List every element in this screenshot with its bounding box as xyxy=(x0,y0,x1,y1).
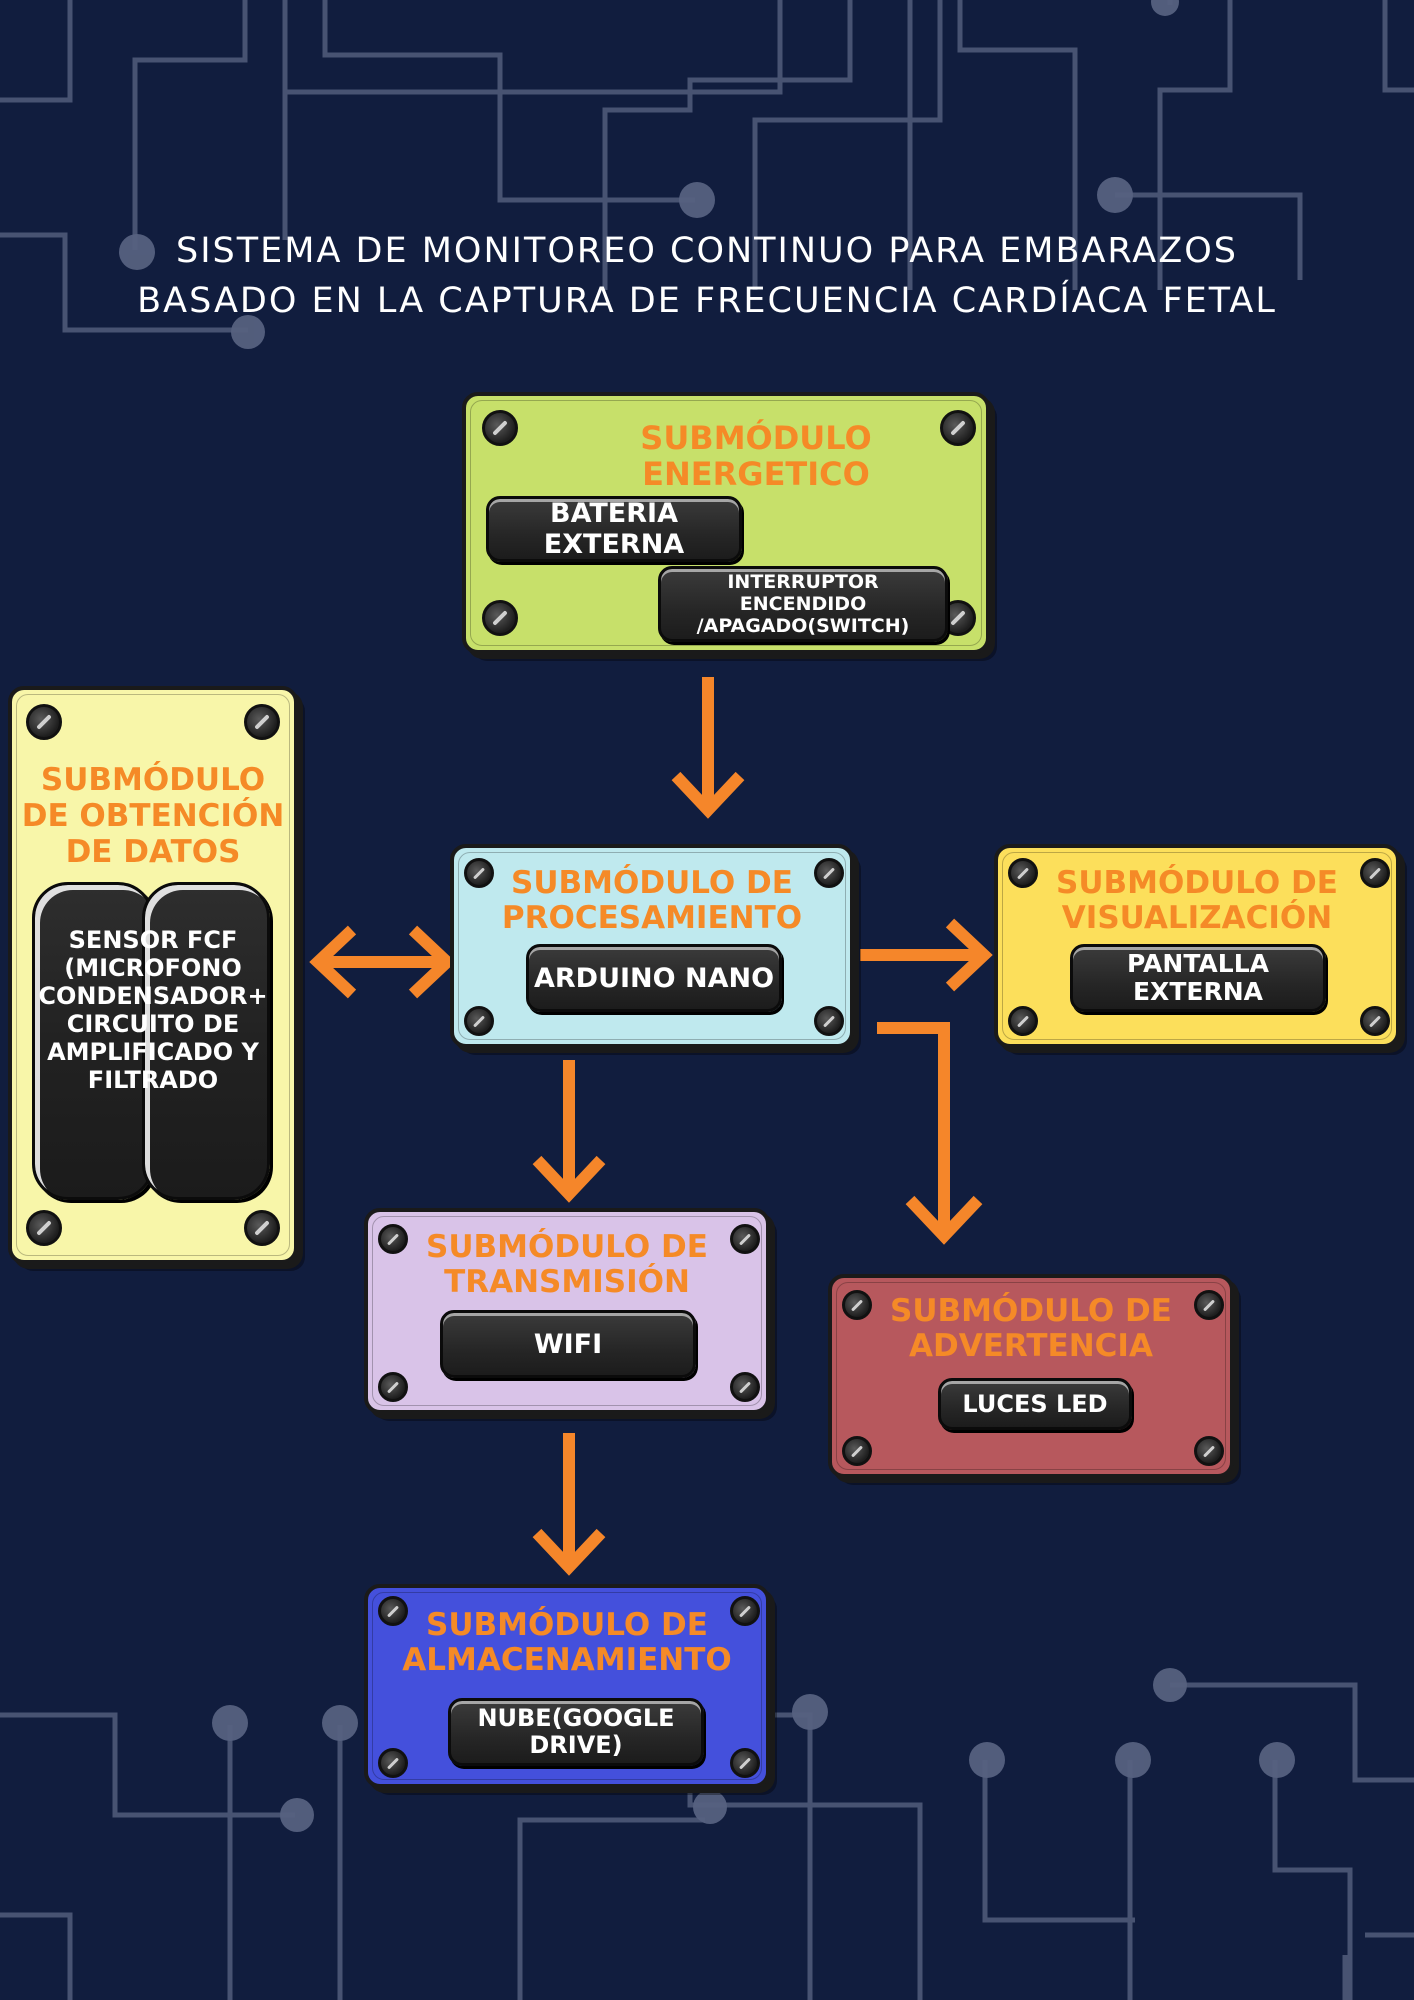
screw-icon xyxy=(730,1596,760,1626)
screw-icon xyxy=(940,410,976,446)
module-almacenamiento: SUBMÓDULO DE ALMACENAMIENTO NUBE(GOOGLE … xyxy=(364,1584,770,1788)
module-energetico: SUBMÓDULO ENERGETICO BATERIA EXTERNA INT… xyxy=(462,392,990,654)
component-bateria-externa: BATERIA EXTERNA xyxy=(486,496,742,562)
screw-icon xyxy=(842,1290,872,1320)
screw-icon xyxy=(378,1596,408,1626)
screw-icon xyxy=(26,704,62,740)
module-transmision-title: SUBMÓDULO DE TRANSMISIÓN xyxy=(426,1229,708,1300)
screw-icon xyxy=(378,1748,408,1778)
arrow-obtencion-procesamiento-bidirectional xyxy=(309,925,456,999)
screw-icon xyxy=(1194,1290,1224,1320)
arrow-transmision-to-almacenamiento xyxy=(532,1433,606,1576)
arrow-procesamiento-to-transmision xyxy=(532,1060,606,1203)
module-visualizacion-title: SUBMÓDULO DE VISUALIZACIÓN xyxy=(1056,865,1338,936)
sensor-housing-left xyxy=(32,882,154,1200)
screw-icon xyxy=(1360,1006,1390,1036)
screw-icon xyxy=(26,1210,62,1246)
screw-icon xyxy=(482,600,518,636)
module-procesamiento-title: SUBMÓDULO DE PROCESAMIENTO xyxy=(501,865,803,936)
module-energetico-title: SUBMÓDULO ENERGETICO xyxy=(640,419,872,493)
screw-icon xyxy=(378,1372,408,1402)
arrow-energetico-to-procesamiento xyxy=(671,677,745,819)
screw-icon xyxy=(1008,1006,1038,1036)
module-almacenamiento-title: SUBMÓDULO DE ALMACENAMIENTO xyxy=(402,1607,732,1678)
screw-icon xyxy=(730,1748,760,1778)
component-arduino-nano: ARDUINO NANO xyxy=(526,944,782,1012)
title-line-1: SISTEMA DE MONITOREO CONTINUO PARA EMBAR… xyxy=(176,231,1238,271)
module-transmision: SUBMÓDULO DE TRANSMISIÓN WIFI xyxy=(364,1208,770,1414)
component-sensor-fcf: SENSOR FCF (MICROFONO CONDENSADOR+ CIRCU… xyxy=(38,926,268,1094)
screw-icon xyxy=(730,1224,760,1254)
module-obtencion-datos: SUBMÓDULO DE OBTENCIÓN DE DATOS SENSOR F… xyxy=(8,686,298,1264)
module-advertencia: SUBMÓDULO DE ADVERTENCIA LUCES LED xyxy=(828,1274,1234,1478)
component-pantalla-externa: PANTALLA EXTERNA xyxy=(1070,944,1326,1012)
screw-icon xyxy=(814,858,844,888)
screw-icon xyxy=(1008,858,1038,888)
screw-icon xyxy=(1360,858,1390,888)
arrow-procesamiento-to-visualizacion xyxy=(860,918,993,992)
module-procesamiento: SUBMÓDULO DE PROCESAMIENTO ARDUINO NANO xyxy=(450,844,854,1048)
sensor-housing-right xyxy=(142,882,270,1200)
screw-icon xyxy=(814,1006,844,1036)
screw-icon xyxy=(464,858,494,888)
arrow-procesamiento-to-advertencia xyxy=(877,1022,983,1245)
component-interruptor: INTERRUPTOR ENCENDIDO /APAGADO(SWITCH) xyxy=(658,566,948,642)
screw-icon xyxy=(244,704,280,740)
screw-icon xyxy=(378,1224,408,1254)
screw-icon xyxy=(1194,1436,1224,1466)
module-advertencia-title: SUBMÓDULO DE ADVERTENCIA xyxy=(890,1293,1172,1364)
module-obtencion-title: SUBMÓDULO DE OBTENCIÓN DE DATOS xyxy=(21,762,285,870)
screw-icon xyxy=(482,410,518,446)
module-visualizacion: SUBMÓDULO DE VISUALIZACIÓN PANTALLA EXTE… xyxy=(994,844,1400,1048)
page-title: SISTEMA DE MONITOREO CONTINUO PARA EMBAR… xyxy=(0,226,1414,326)
screw-icon xyxy=(730,1372,760,1402)
component-luces-led: LUCES LED xyxy=(938,1378,1132,1430)
title-line-2: BASADO EN LA CAPTURA DE FRECUENCIA CARDÍ… xyxy=(137,281,1277,321)
screw-icon xyxy=(244,1210,280,1246)
screw-icon xyxy=(464,1006,494,1036)
component-wifi: WIFI xyxy=(440,1310,696,1378)
component-nube-google-drive: NUBE(GOOGLE DRIVE) xyxy=(448,1698,704,1766)
screw-icon xyxy=(842,1436,872,1466)
